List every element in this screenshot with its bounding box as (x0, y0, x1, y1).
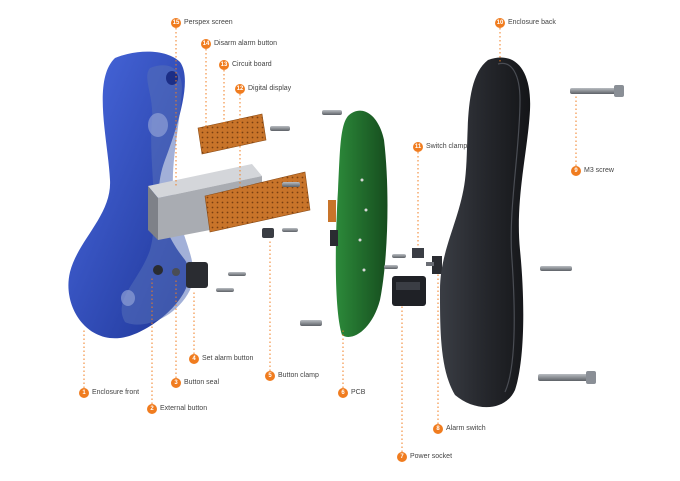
callout-number-badge: 2 (147, 404, 157, 414)
callout-number-badge: 10 (495, 18, 505, 28)
callout-number-badge: 15 (171, 18, 181, 28)
callout-label: PCB (351, 389, 366, 396)
callout-label: Power socket (410, 453, 453, 460)
digital-display (204, 171, 311, 233)
callout-label: Digital display (248, 85, 292, 92)
callout-number-badge: 6 (338, 388, 348, 398)
callout-number-badge: 13 (219, 60, 229, 70)
callout-label: Disarm alarm button (214, 40, 278, 47)
callout-number-badge: 9 (571, 166, 581, 176)
callout-power-socket: 7 Power socket (397, 452, 452, 462)
callout-digital-display: 12 Digital display (235, 84, 291, 94)
callout-number-badge: 14 (201, 39, 211, 49)
callout-perspex-screen: 15 Perspex screen (171, 18, 233, 28)
callout-label: Button seal (184, 379, 220, 386)
callout-number-badge: 5 (265, 371, 275, 381)
callout-number-badge: 3 (171, 378, 181, 388)
callout-switch-clamp: 11 Switch clamp (413, 142, 467, 152)
callout-label: Enclosure front (92, 389, 140, 396)
callout-number-badge: 7 (397, 452, 407, 462)
leader-lines (83, 28, 577, 452)
callout-button-seal: 3 Button seal (171, 378, 219, 388)
callout-number-badge: 12 (235, 84, 245, 94)
enclosure-back (440, 57, 531, 408)
pcb (328, 110, 388, 337)
circuit-board (197, 113, 267, 155)
callout-alarm-switch: 8 Alarm switch (433, 424, 486, 434)
callout-disarm-alarm-button: 14 Disarm alarm button (201, 39, 277, 49)
callout-label: Set alarm button (202, 355, 254, 362)
callout-number-badge: 4 (189, 354, 199, 364)
m3-screws (216, 85, 624, 384)
power-socket (392, 276, 426, 306)
callout-label: External button (160, 405, 208, 412)
callout-number-badge: 11 (413, 142, 423, 152)
callout-number-badge: 8 (433, 424, 443, 434)
callout-number-badge: 1 (79, 388, 89, 398)
switch-clamp (412, 248, 424, 258)
callout-label: Enclosure back (508, 19, 556, 26)
callout-label: Circuit board (232, 61, 272, 68)
callout-circuit-board: 13 Circuit board (219, 60, 272, 70)
callout-m3-screw: 9 M3 screw (571, 166, 614, 176)
alarm-switch (426, 256, 442, 274)
callout-external-button: 2 External button (147, 404, 207, 414)
callout-label: Alarm switch (446, 425, 486, 432)
callout-button-clamp: 5 Button clamp (265, 371, 319, 381)
callout-label: Switch clamp (426, 143, 468, 150)
callout-pcb: 6 PCB (338, 388, 365, 398)
callout-enclosure-back: 10 Enclosure back (495, 18, 556, 28)
callout-label: Button clamp (278, 372, 319, 379)
callout-label: M3 screw (584, 167, 614, 174)
callout-enclosure-front: 1 Enclosure front (79, 388, 139, 398)
button-parts (153, 228, 274, 288)
callout-label: Perspex screen (184, 19, 233, 26)
callout-set-alarm-button: 4 Set alarm button (189, 354, 253, 364)
